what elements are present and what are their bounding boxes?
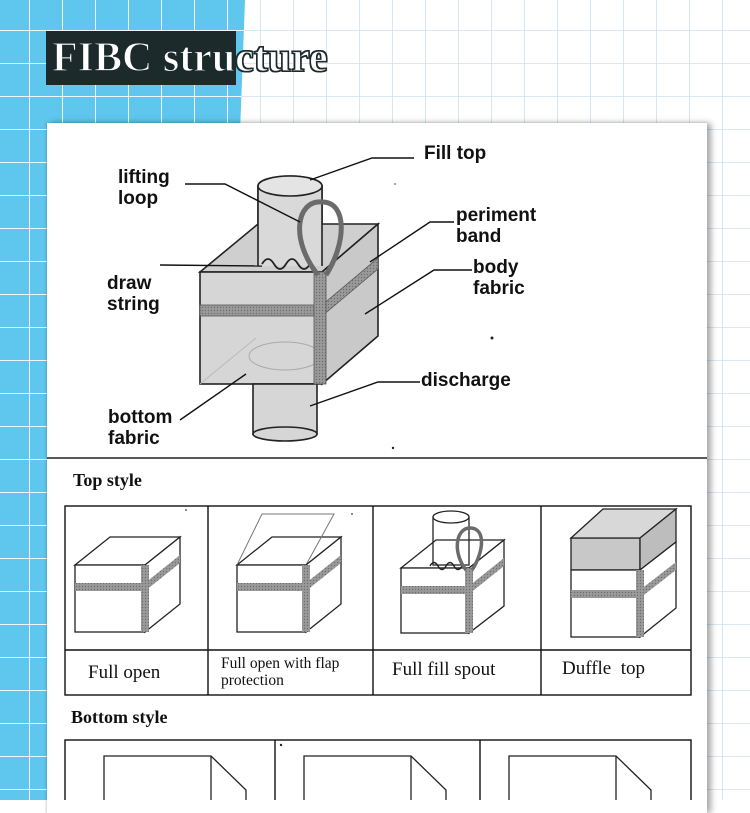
cube-full-open <box>73 535 182 634</box>
label-discharge: discharge <box>421 370 511 391</box>
cube-duffle-top <box>569 507 678 639</box>
label-fill-top: Fill top <box>424 143 487 164</box>
title-banner <box>46 31 236 85</box>
leader-lines <box>159 157 472 421</box>
main-bag-drawing <box>197 175 381 442</box>
caption-duffle-top: Duffle top <box>562 658 646 679</box>
label-draw-string: draw string <box>107 273 160 315</box>
bottom-style-table <box>64 739 692 800</box>
caption-full-open: Full open <box>88 662 161 683</box>
label-lifting-loop: lifting loop <box>118 167 170 209</box>
label-periment-band: periment band <box>456 205 537 247</box>
bottom-style-heading: Bottom style <box>71 707 168 727</box>
caption-full-open-flap: Full open with flap protection <box>221 655 340 689</box>
cube-full-fill-spout <box>399 510 506 635</box>
caption-full-fill-spout: Full fill spout <box>392 659 496 680</box>
page-title: FIBC structure <box>51 34 328 81</box>
label-body-fabric: body fabric <box>473 257 525 299</box>
bottom-style-cubes <box>103 755 652 800</box>
cube-full-open-flap <box>235 513 343 634</box>
top-style-table <box>64 505 692 696</box>
label-bottom-fabric: bottom fabric <box>108 407 173 449</box>
top-style-heading: Top style <box>73 470 142 490</box>
